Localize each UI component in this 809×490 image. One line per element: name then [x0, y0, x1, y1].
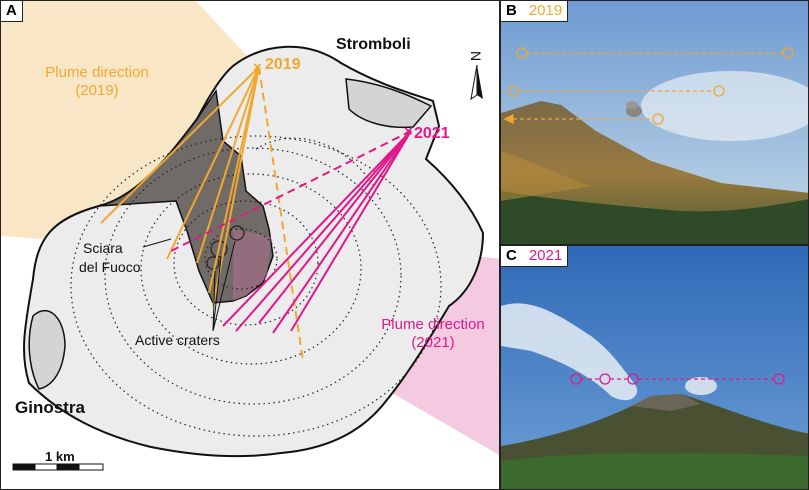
panel-a-label: A — [1, 1, 23, 22]
map-panel: A — [0, 0, 500, 490]
sciara-del-fuoco — [98, 88, 274, 304]
sightlines-2021 — [170, 130, 412, 334]
north-label: N — [468, 51, 484, 61]
sciara-leader — [142, 238, 172, 248]
scale-bar — [12, 463, 104, 471]
crater-leaders — [212, 240, 236, 332]
north-arrow-icon — [470, 64, 483, 101]
contour-lines — [70, 135, 442, 437]
site-2019-marker: × — [253, 59, 262, 76]
panel-b-year: 2019 — [528, 2, 563, 19]
village-name: Ginostra — [15, 398, 85, 417]
sciara-label-1: Sciara — [83, 240, 123, 256]
sightline-markers-2021 — [570, 373, 785, 385]
map-canvas: × 2019 × 2021 Stromboli Ginostra Plume d… — [1, 1, 499, 471]
active-craters — [206, 225, 245, 270]
panel-c-year: 2021 — [528, 247, 563, 264]
sciara-pink-overlay — [233, 229, 271, 301]
plume-2019-label-1: Plume direction — [45, 64, 148, 81]
sightline-markers-2019 — [503, 47, 794, 125]
sciara-label-2: del Fuoco — [79, 259, 141, 275]
plume-2019-label-2: (2019) — [75, 82, 118, 99]
plume-2021-label-2: (2021) — [411, 334, 454, 351]
scale-label: 1 km — [45, 449, 75, 464]
sw-rim-patch — [28, 309, 66, 390]
site-2021-label: 2021 — [414, 125, 450, 142]
site-2019-label: 2019 — [265, 56, 301, 73]
sightlines-2019 — [100, 66, 304, 362]
island-name: Stromboli — [336, 36, 411, 53]
ne-rim-patch — [345, 78, 433, 129]
craters-label: Active craters — [135, 332, 220, 348]
photo-2019 — [501, 1, 808, 244]
photo-2021 — [501, 246, 808, 489]
site-2021-marker: × — [404, 123, 413, 140]
plume-2021-label-1: Plume direction — [381, 316, 484, 333]
